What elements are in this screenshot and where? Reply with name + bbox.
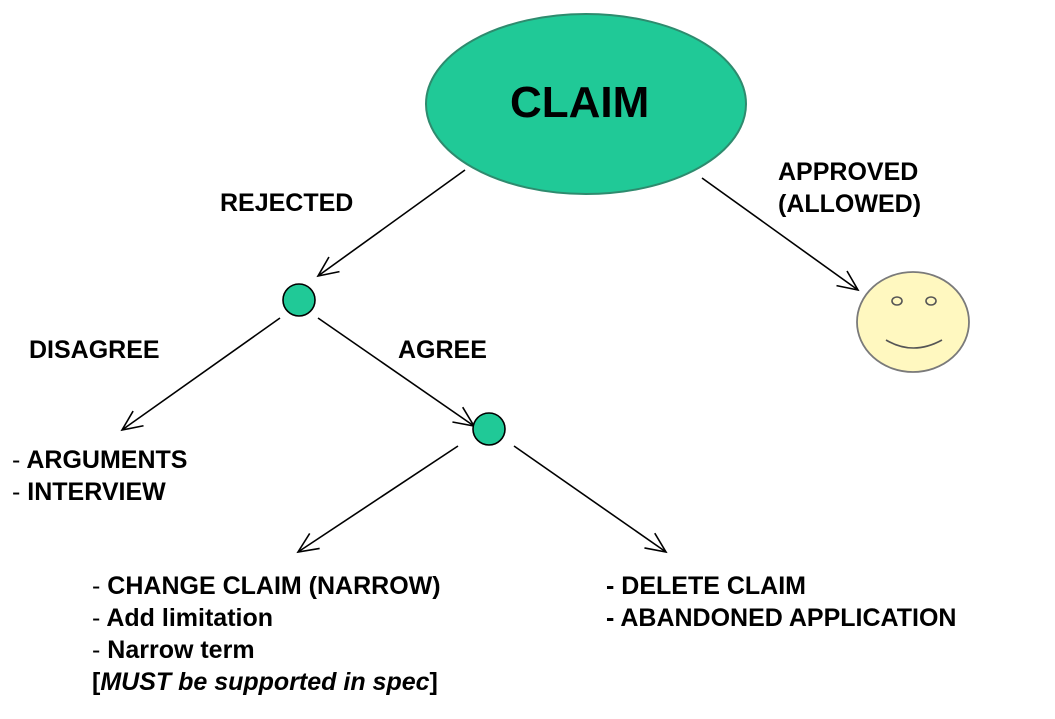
disagree-label: DISAGREE — [29, 336, 160, 364]
approved-edge — [701, 177, 860, 292]
list-item: - Add limitation — [92, 604, 274, 632]
approved-label-line1: APPROVED — [778, 158, 919, 186]
claim-node — [425, 13, 747, 195]
rejected-decision-node — [282, 283, 316, 317]
approved-label-line2: (ALLOWED) — [778, 190, 922, 218]
disagree-options: - ARGUMENTS - INTERVIEW — [12, 444, 187, 508]
change-claim-edge — [296, 445, 459, 554]
rejected-label: REJECTED — [220, 189, 354, 217]
smiley-icon — [856, 271, 970, 373]
delete-claim-options: - DELETE CLAIM - ABANDONED APPLICATION — [606, 570, 956, 634]
list-item: - INTERVIEW — [12, 478, 166, 506]
agree-edge — [317, 317, 476, 428]
approved-label: APPROVED (ALLOWED) — [778, 156, 921, 220]
claim-label: CLAIM — [510, 78, 650, 127]
spec-note: [MUST be supported in spec] — [92, 668, 438, 696]
rejected-edge — [316, 169, 466, 278]
list-item: - ABANDONED APPLICATION — [606, 604, 957, 632]
disagree-edge — [120, 317, 281, 432]
agree-label: AGREE — [398, 336, 487, 364]
delete-claim-edge — [513, 445, 668, 554]
list-item: - Narrow term — [92, 636, 255, 664]
list-item: - ARGUMENTS — [12, 446, 188, 474]
list-item: - CHANGE CLAIM (NARROW) — [92, 572, 441, 600]
change-claim-options: - CHANGE CLAIM (NARROW) - Add limitation… — [92, 570, 441, 698]
list-item: - DELETE CLAIM — [606, 572, 806, 600]
agree-decision-node — [472, 412, 506, 446]
